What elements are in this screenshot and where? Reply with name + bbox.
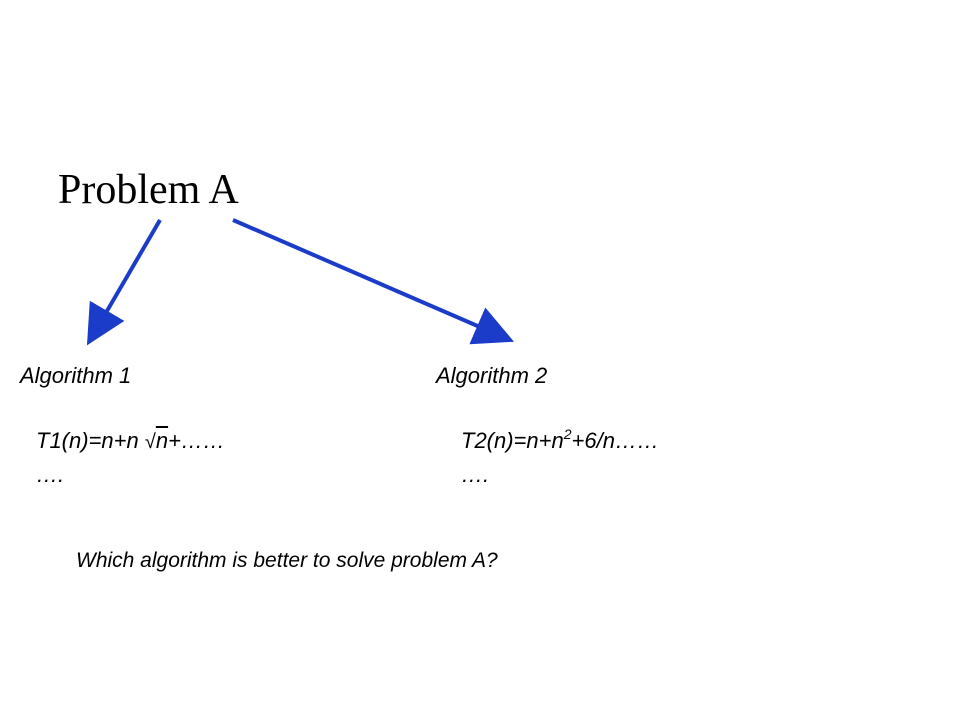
arrow-to-algorithm-2 [232, 218, 515, 345]
formula-1-suffix: +…… [168, 428, 225, 453]
arrow-to-algorithm-1 [86, 218, 162, 346]
algorithm-2-formula: T2(n)=n+n2+6/n…… [461, 426, 659, 454]
formula-2-prefix: T2(n)=n+n [461, 428, 564, 453]
formula-2-suffix: +6/n…… [571, 428, 659, 453]
problem-title: Problem A [58, 167, 239, 213]
sqrt-symbol: √ [144, 431, 156, 453]
algorithm-2-continuation: …. [461, 462, 490, 487]
question-text: Which algorithm is better to solve probl… [76, 549, 498, 572]
algorithm-1-label: Algorithm 1 [20, 363, 132, 388]
formula-1-prefix: T1(n)=n+n [36, 428, 145, 453]
algorithm-2-label: Algorithm 2 [436, 363, 548, 388]
algorithm-1-continuation: …. [36, 462, 65, 487]
formula-2-exponent: 2 [563, 426, 572, 442]
sqrt-argument: n [155, 428, 169, 453]
algorithm-1-formula: T1(n)=n+n √n+…… [36, 428, 225, 454]
